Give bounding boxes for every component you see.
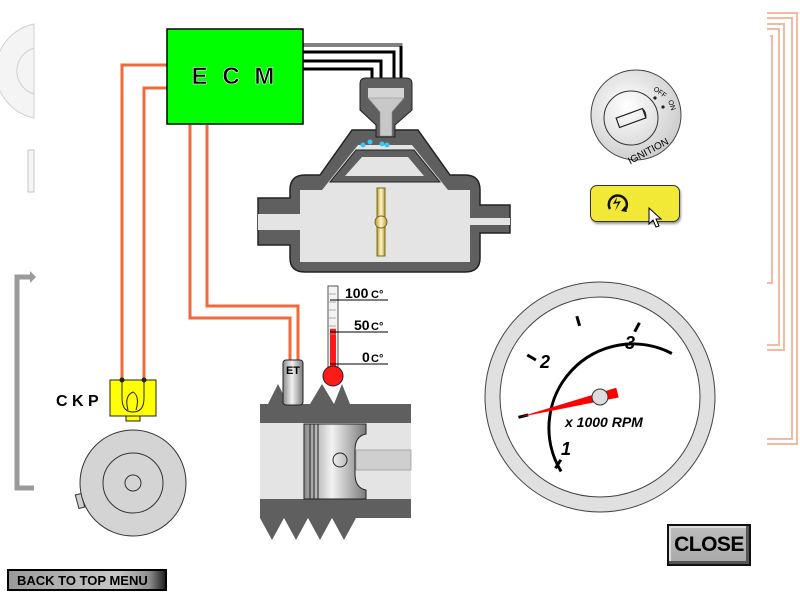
- tach-tick-label-3: 3: [625, 333, 635, 353]
- tach-tick-label-2: 2: [539, 352, 550, 372]
- faded-bracket-left: [14, 271, 36, 491]
- engine-start-icon: [607, 194, 629, 212]
- crankshaft-pulley: [74, 429, 187, 537]
- ignition-key-slot-icon: [615, 107, 647, 129]
- engine-cylinder: [260, 384, 412, 540]
- tachometer: 1 2 3 x 1000 RPM: [484, 281, 716, 513]
- throttle-body: [257, 129, 511, 273]
- tach-tick-2: [526, 353, 537, 362]
- tach-tick-label-1: 1: [561, 439, 571, 459]
- thermometer-mercury: [330, 328, 336, 372]
- ignition-on-label: ON: [666, 99, 676, 111]
- therm-unit-0: C°: [371, 353, 383, 365]
- ckp-sensor: C K P: [56, 377, 157, 422]
- et-sensor-label: ET: [286, 365, 300, 377]
- thermometer: 100 C° 50 C° 0 C°: [322, 285, 388, 387]
- injector-signal-wires: [303, 43, 403, 78]
- therm-label-50: 50: [354, 317, 370, 333]
- therm-unit-50: C°: [371, 321, 383, 333]
- ckp-label: C K P: [56, 393, 99, 410]
- ecm-label: E C M: [192, 63, 279, 90]
- fuel-spray: [360, 139, 390, 148]
- ignition-switch[interactable]: OFF ON IGNITION: [590, 69, 682, 167]
- faded-wires-right: [767, 12, 798, 445]
- engine-start-button[interactable]: [590, 185, 680, 228]
- therm-unit-100: C°: [371, 289, 383, 301]
- et-sensor: ET: [282, 359, 304, 406]
- back-to-top-menu-button[interactable]: BACK TO TOP MENU: [7, 569, 167, 591]
- fuel-injector: [359, 77, 413, 138]
- tach-scale-arc: [547, 342, 673, 473]
- faded-background-disc: [0, 23, 35, 193]
- therm-label-0: 0: [362, 349, 370, 365]
- close-button[interactable]: CLOSE: [667, 524, 751, 566]
- tach-unit-label: x 1000 RPM: [564, 414, 643, 430]
- tach-tick-1: [554, 458, 563, 470]
- ecm-module: E C M: [166, 28, 304, 125]
- tach-tick-2.5: [575, 315, 582, 327]
- wires: [120, 63, 300, 380]
- tach-tick-3: [633, 322, 641, 333]
- mouse-cursor-icon: [648, 207, 663, 228]
- therm-label-100: 100: [345, 285, 369, 301]
